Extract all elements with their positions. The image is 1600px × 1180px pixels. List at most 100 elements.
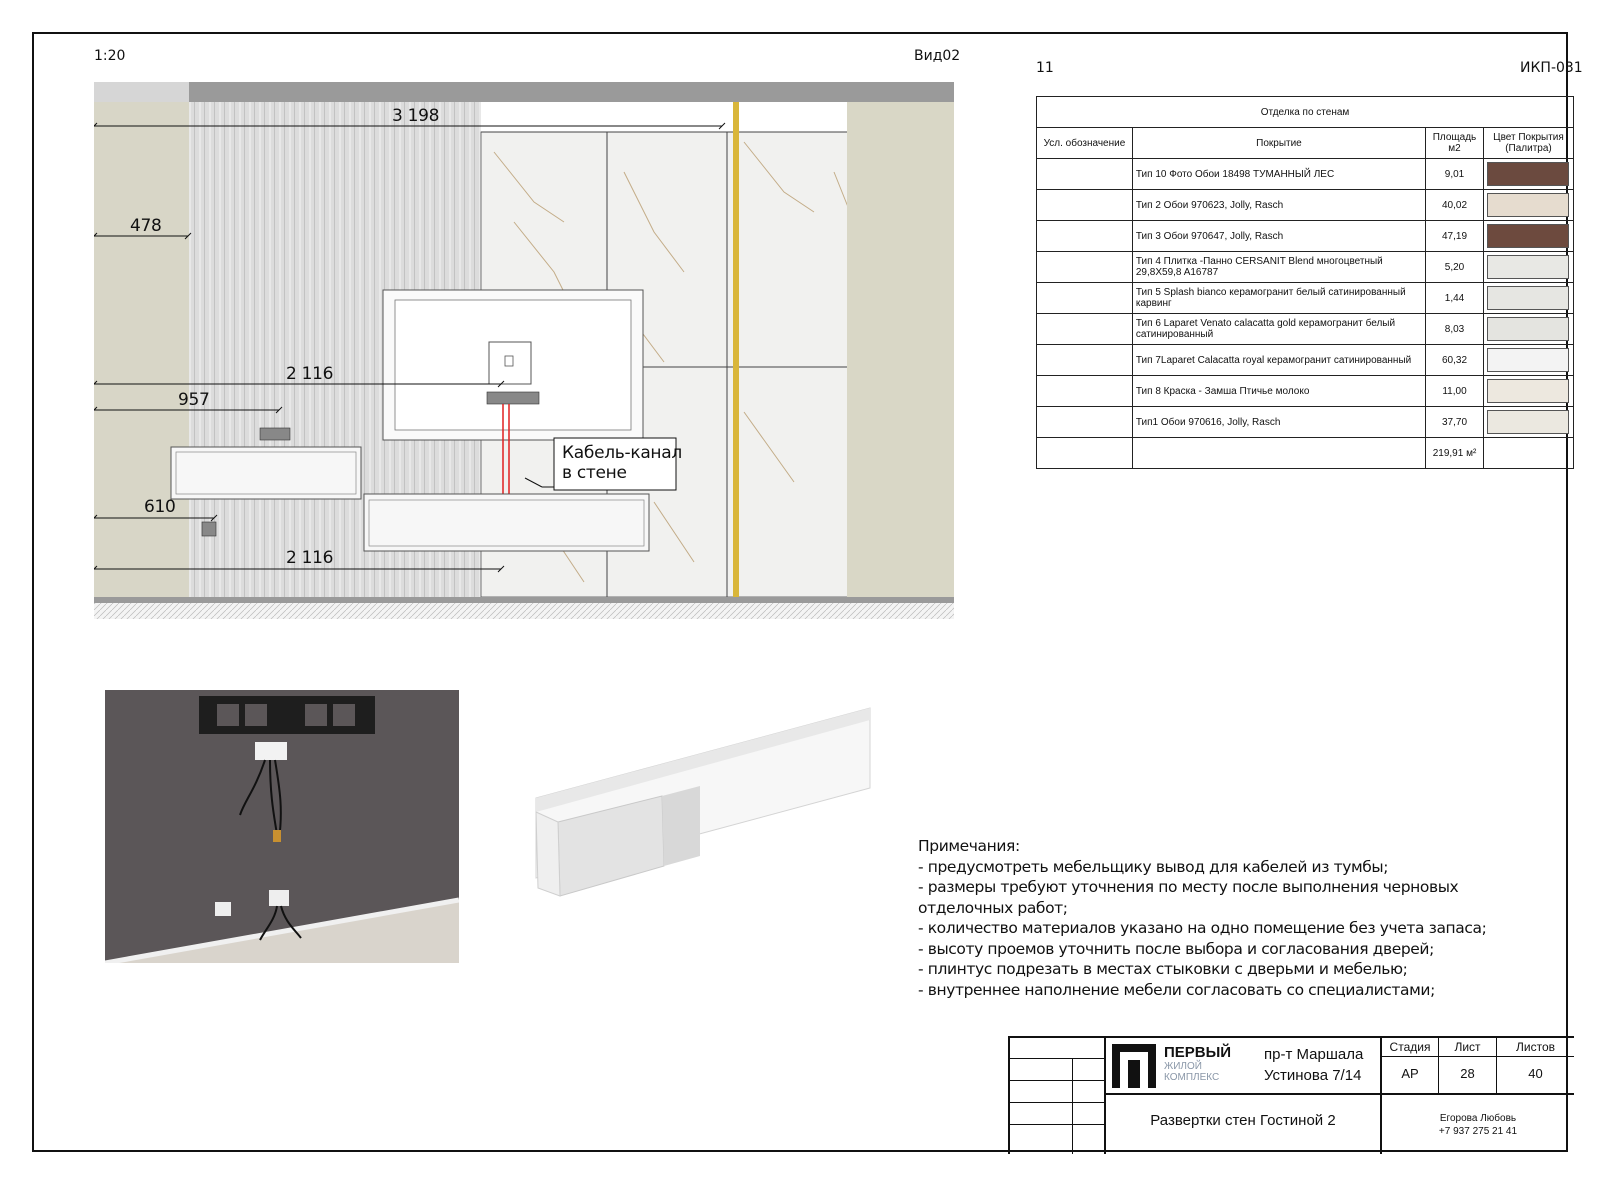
color-swatch <box>1487 193 1570 217</box>
cell-symbol <box>1036 313 1133 345</box>
notes-line: - внутреннее наполнение мебели согласова… <box>918 980 1435 999</box>
header-coating: Покрытие <box>1131 127 1427 159</box>
stage-value: АР <box>1401 1066 1419 1081</box>
cell-color <box>1482 220 1575 252</box>
total-row-empty-1 <box>1036 437 1133 469</box>
wall-cables-photo <box>105 690 459 963</box>
dimension-610: 610 <box>144 497 176 517</box>
cell-color <box>1482 375 1575 407</box>
color-swatch <box>1487 162 1570 186</box>
callout-line-1: Кабель-канал <box>562 443 682 463</box>
notes-line: - количество материалов указано на одно … <box>918 919 1487 937</box>
drawing-title: Развертки стен Гостиной 2 <box>1150 1112 1336 1129</box>
author-name: Егорова Любовь <box>1439 1113 1517 1124</box>
project-code: ИКП-031 <box>1520 60 1583 76</box>
sheet-index: 11 <box>1036 60 1054 76</box>
sheet-frame <box>32 32 1568 1152</box>
notes-line: - размеры требуют уточнения по месту пос… <box>918 878 1459 896</box>
cell-area: 40,02 <box>1425 189 1484 221</box>
cell-coating: Тип 2 Обои 970623, Jolly, Rasch <box>1131 189 1427 221</box>
sheets-total: 40 <box>1528 1066 1543 1081</box>
cell-symbol <box>1036 189 1133 221</box>
finishes-table-title: Отделка по стенам <box>1036 96 1574 128</box>
table-row: Тип 6 Laparet Venato calacatta gold кера… <box>1036 313 1575 345</box>
header-color: Цвет Покрытия (Палитра) <box>1482 127 1575 159</box>
color-swatch <box>1487 410 1570 434</box>
cell-symbol <box>1036 220 1133 252</box>
table-row: Тип 7Laparet Calacatta royal керамограни… <box>1036 344 1575 376</box>
cable-duct-image <box>535 707 871 897</box>
cell-symbol <box>1036 375 1133 407</box>
notes-line: - высоту проемов уточнить после выбора и… <box>918 939 1434 958</box>
notes-line: - плинтус подрезать в местах стыковки с … <box>918 960 1408 978</box>
dimension-2116-bottom: 2 116 <box>286 548 334 568</box>
cell-color <box>1482 158 1575 190</box>
dimension-957: 957 <box>178 390 210 410</box>
address-line-2: Устинова 7/14 <box>1264 1067 1362 1084</box>
cell-area: 47,19 <box>1425 220 1484 252</box>
sheets-label: Листов <box>1516 1040 1555 1054</box>
total-row-empty-3 <box>1482 437 1575 469</box>
scale-label: 1:20 <box>94 48 126 64</box>
notes-block: Примечания: - предусмотреть мебельщику в… <box>918 836 1558 1000</box>
logo-text-line2: ЖИЛОЙ <box>1164 1061 1202 1072</box>
logo-text-line3: КОМПЛЕКС <box>1164 1072 1220 1083</box>
table-row: Тип 5 Splash bianco керамогранит белый с… <box>1036 282 1575 314</box>
total-row-empty-2 <box>1131 437 1427 469</box>
notes-title: Примечания: <box>918 837 1020 855</box>
sheet-number: 28 <box>1460 1066 1475 1081</box>
total-area: 219,91 м² <box>1425 437 1484 469</box>
finishes-table: Отделка по стенам Усл. обозначение Покры… <box>1036 96 1575 469</box>
color-swatch <box>1487 317 1570 341</box>
address-line-1: пр-т Маршала <box>1264 1046 1364 1063</box>
cell-coating: Тип 8 Краска - Замша Птичье молоко <box>1131 375 1427 407</box>
callout-line-2: в стене <box>562 463 627 483</box>
cell-color <box>1482 313 1575 345</box>
cable-channel-callout: Кабель-канал в стене <box>562 443 682 483</box>
cell-symbol <box>1036 344 1133 376</box>
cell-symbol <box>1036 251 1133 283</box>
color-swatch <box>1487 348 1570 372</box>
author-phone: +7 937 275 21 41 <box>1438 1126 1518 1137</box>
notes-line: - предусмотреть мебельщику вывод для каб… <box>918 857 1389 876</box>
cell-area: 8,03 <box>1425 313 1484 345</box>
stage-label: Стадия <box>1389 1040 1431 1054</box>
cell-coating: Тип 4 Плитка -Панно CERSANIT Blend много… <box>1131 251 1427 283</box>
cell-area: 11,00 <box>1425 375 1484 407</box>
cell-area: 5,20 <box>1425 251 1484 283</box>
logo-text-sub: ЖИЛОЙ КОМПЛЕКС <box>1164 1061 1219 1083</box>
cell-symbol <box>1036 282 1133 314</box>
logo-text-main: ПЕРВЫЙ <box>1164 1044 1232 1061</box>
cell-coating: Тип 10 Фото Обои 18498 ТУМАННЫЙ ЛЕС <box>1131 158 1427 190</box>
cell-color <box>1482 189 1575 221</box>
cell-area: 1,44 <box>1425 282 1484 314</box>
table-row: Тип 4 Плитка -Панно CERSANIT Blend много… <box>1036 251 1575 283</box>
color-swatch <box>1487 255 1570 279</box>
author-block: Егорова Любовь +7 937 275 21 41 <box>1382 1112 1574 1138</box>
sheet-label: Лист <box>1454 1040 1481 1054</box>
cell-coating: Тип 3 Обои 970647, Jolly, Rasch <box>1131 220 1427 252</box>
cell-color <box>1482 406 1575 438</box>
color-swatch <box>1487 379 1570 403</box>
title-block: ПЕРВЫЙ ЖИЛОЙ КОМПЛЕКС пр-т Маршала Устин… <box>1008 1036 1574 1154</box>
logo-mark-icon <box>1112 1044 1156 1088</box>
view-label: Вид02 <box>914 48 961 64</box>
header-symbol: Усл. обозначение <box>1036 127 1133 159</box>
wall-elevation-drawing <box>94 82 954 619</box>
header-area: Площадь м2 <box>1425 127 1484 159</box>
cell-area: 37,70 <box>1425 406 1484 438</box>
color-swatch <box>1487 286 1570 310</box>
cell-symbol <box>1036 158 1133 190</box>
cell-coating: Тип1 Обои 970616, Jolly, Rasch <box>1131 406 1427 438</box>
cell-coating: Тип 5 Splash bianco керамогранит белый с… <box>1131 282 1427 314</box>
cell-color <box>1482 344 1575 376</box>
cell-coating: Тип 6 Laparet Venato calacatta gold кера… <box>1131 313 1427 345</box>
cell-coating: Тип 7Laparet Calacatta royal керамограни… <box>1131 344 1427 376</box>
dimension-3198: 3 198 <box>392 106 440 126</box>
dimension-478: 478 <box>130 216 162 236</box>
